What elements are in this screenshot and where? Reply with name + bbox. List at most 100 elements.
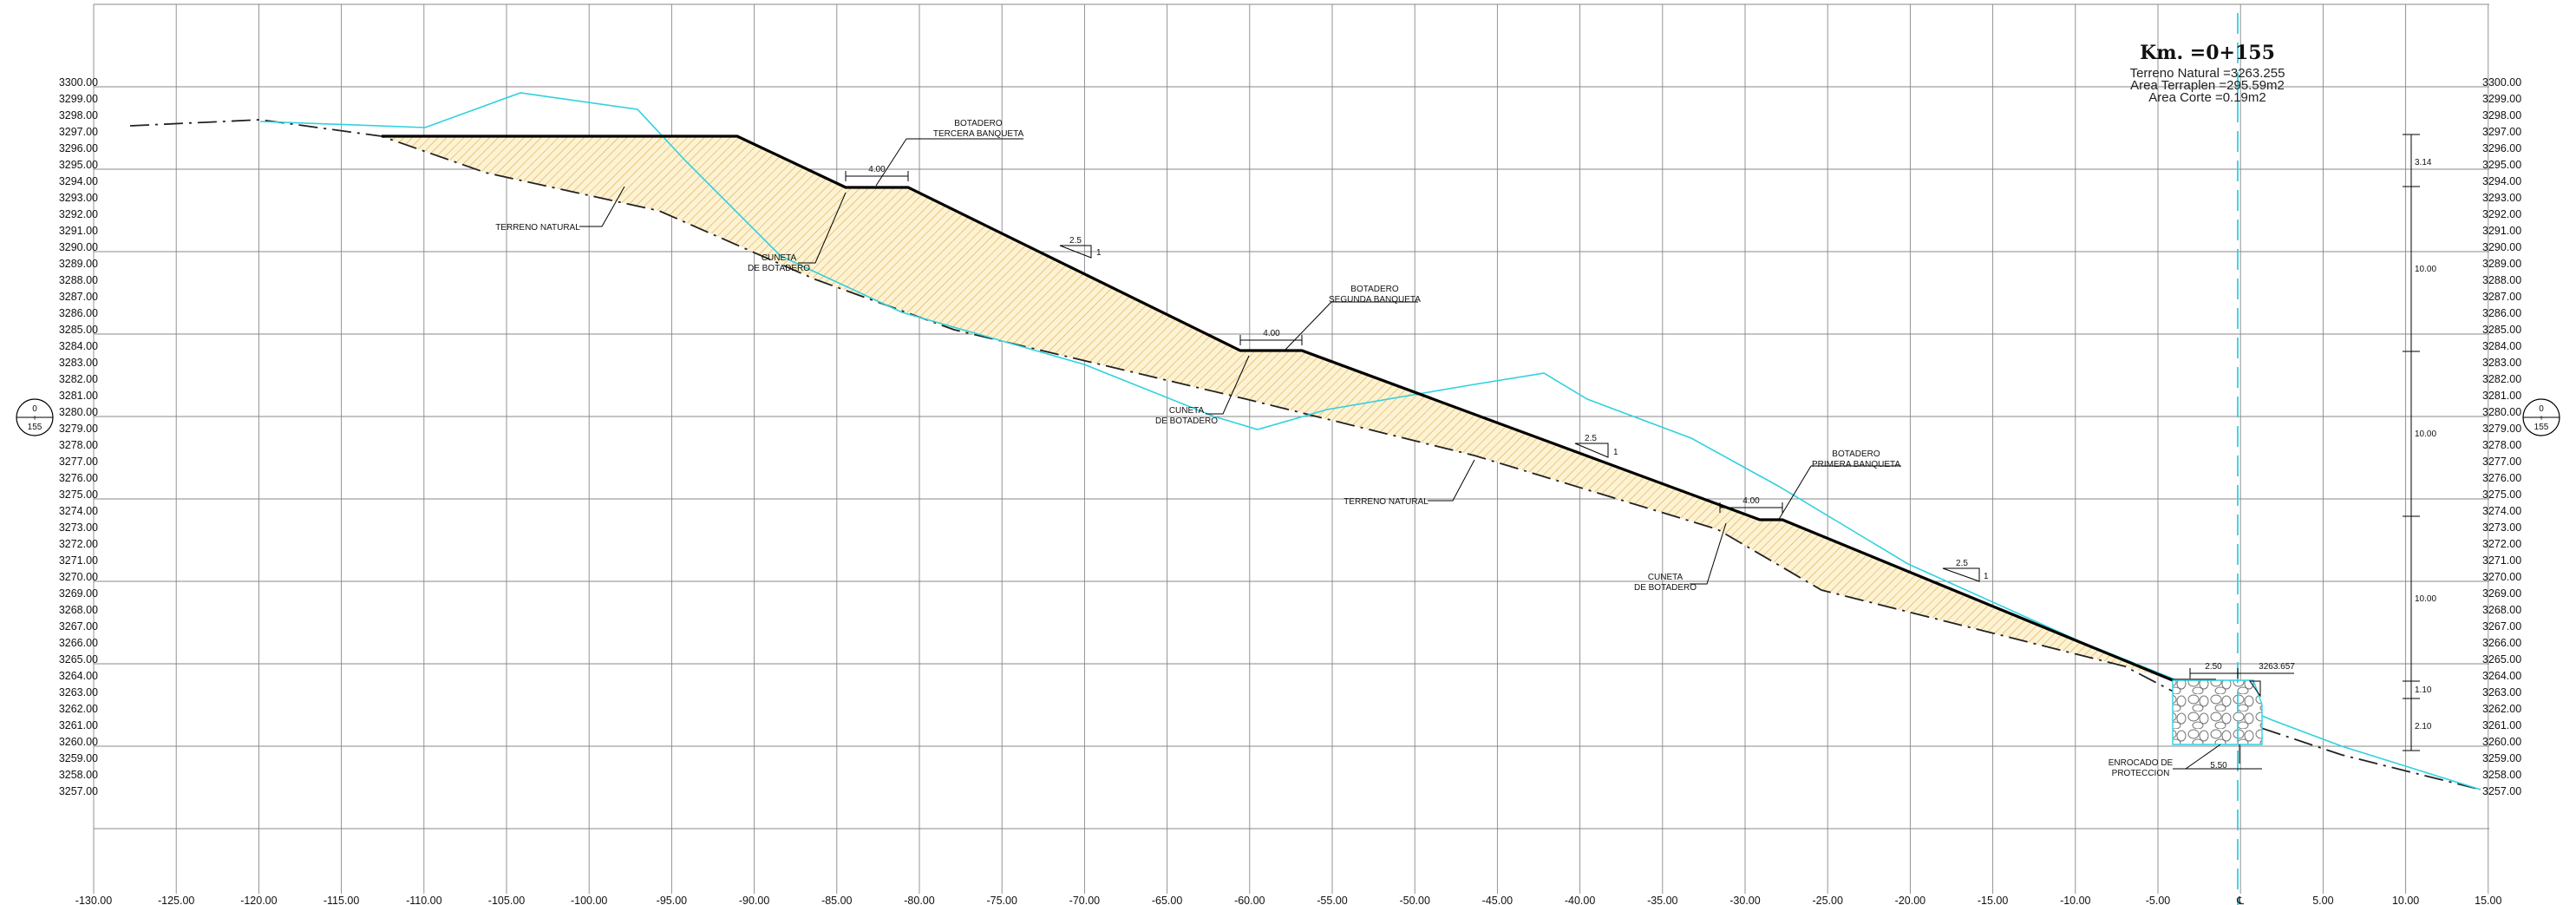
x-tick-label: -50.00 — [1399, 895, 1429, 905]
y-tick-label: 3281.00 — [59, 390, 98, 402]
label-terreno-natural-2: TERRENO NATURAL — [1344, 497, 1429, 507]
y-tick-label: 3276.00 — [59, 472, 98, 484]
rock-protection — [2172, 679, 2263, 745]
y-tick-label: 3261.00 — [59, 719, 98, 731]
y-tick-label: 3284.00 — [59, 340, 98, 352]
y-tick-label-right: 3277.00 — [2482, 456, 2521, 468]
section-header: Km. =0+155 Terreno Natural =3263.255 Are… — [2130, 42, 2285, 105]
y-tick-label-right: 3267.00 — [2482, 620, 2521, 633]
y-tick-label: 3282.00 — [59, 373, 98, 385]
x-tick-label: -55.00 — [1317, 895, 1347, 905]
y-tick-label: 3269.00 — [59, 587, 98, 600]
y-tick-label: 3283.00 — [59, 357, 98, 369]
y-tick-label-right: 3261.00 — [2482, 719, 2521, 731]
label-cuneta-2a: CUNETA — [1169, 406, 1205, 416]
y-tick-label-right: 3285.00 — [2482, 324, 2521, 336]
km-title: Km. =0+155 — [2140, 42, 2275, 64]
dim-label-2: 10.00 — [2415, 265, 2436, 274]
label-cuneta-2b: DE BOTADERO — [1155, 416, 1218, 426]
y-tick-label: 3296.00 — [59, 142, 98, 154]
y-tick-label: 3270.00 — [59, 571, 98, 583]
y-tick-label: 3293.00 — [59, 192, 98, 204]
header-line-1: Terreno Natural =3263.255 — [2130, 66, 2285, 81]
y-axis-left: 3300.00 3299.00 3298.00 3297.00 3296.00 3295.… — [59, 76, 98, 797]
y-tick-label: 3297.00 — [59, 126, 98, 138]
annotation-labels: TERRENO NATURAL BOTADERO TERCERA BANQUET… — [495, 119, 2436, 778]
y-tick-label-right: 3284.00 — [2482, 340, 2521, 352]
label-cuneta-3b: DE BOTADERO — [1634, 583, 1697, 593]
station-top: 0 — [32, 404, 37, 414]
x-tick-label: ℄ — [2236, 895, 2245, 905]
y-tick-label-right: 3279.00 — [2482, 423, 2521, 435]
y-tick-label: 3259.00 — [59, 752, 98, 764]
station-marker-left: 0 + 155 — [16, 398, 54, 436]
x-tick-label: -45.00 — [1482, 895, 1513, 905]
x-tick-label: -20.00 — [1895, 895, 1925, 905]
y-tick-label: 3298.00 — [59, 109, 98, 121]
x-tick-label: -35.00 — [1647, 895, 1677, 905]
annotations — [579, 134, 2420, 770]
y-tick-label: 3299.00 — [59, 93, 98, 105]
x-tick-label: 10.00 — [2392, 895, 2419, 905]
station-top-right: 0 — [2539, 404, 2544, 414]
y-tick-label-right: 3289.00 — [2482, 258, 2521, 270]
label-width-3: 4.00 — [1742, 496, 1760, 506]
label-botadero-2: BOTADERO — [1350, 285, 1399, 294]
y-tick-label: 3257.00 — [59, 785, 98, 797]
y-tick-label: 3279.00 — [59, 423, 98, 435]
slope-label-2b: 1 — [1613, 448, 1618, 457]
y-tick-label: 3300.00 — [59, 76, 98, 89]
slope-label-2: 2.5 — [1585, 434, 1597, 443]
y-tick-label: 3258.00 — [59, 769, 98, 781]
x-tick-label: -80.00 — [904, 895, 934, 905]
x-tick-label: -60.00 — [1234, 895, 1265, 905]
x-tick-label: -115.00 — [324, 895, 360, 905]
y-tick-label-right: 3295.00 — [2482, 159, 2521, 171]
x-tick-label: -110.00 — [406, 895, 442, 905]
y-tick-label-right: 3292.00 — [2482, 208, 2521, 220]
y-tick-label-right: 3260.00 — [2482, 736, 2521, 748]
x-tick-label: -120.00 — [240, 895, 277, 905]
label-terreno-natural-1: TERRENO NATURAL — [495, 223, 580, 233]
y-tick-label-right: 3293.00 — [2482, 192, 2521, 204]
y-tick-label-right: 3259.00 — [2482, 752, 2521, 764]
y-tick-label: 3278.00 — [59, 439, 98, 451]
y-tick-label: 3268.00 — [59, 604, 98, 616]
station-mid-right: + — [2539, 414, 2544, 423]
label-enrocado-a: ENROCADO DE — [2109, 758, 2174, 768]
y-tick-label: 3290.00 — [59, 241, 98, 253]
y-tick-label: 3291.00 — [59, 225, 98, 237]
y-tick-label-right: 3269.00 — [2482, 587, 2521, 600]
y-tick-label-right: 3299.00 — [2482, 93, 2521, 105]
dim-label-3: 10.00 — [2415, 430, 2436, 439]
x-tick-label: -40.00 — [1565, 895, 1595, 905]
natural-terrain-line — [259, 92, 2481, 790]
y-tick-label: 3274.00 — [59, 505, 98, 517]
y-tick-label: 3292.00 — [59, 208, 98, 220]
y-tick-label-right: 3262.00 — [2482, 703, 2521, 715]
y-tick-label: 3285.00 — [59, 324, 98, 336]
label-cuneta-1b: DE BOTADERO — [748, 264, 810, 273]
y-tick-label-right: 3290.00 — [2482, 241, 2521, 253]
y-tick-label: 3280.00 — [59, 406, 98, 418]
fill-profile-line — [382, 134, 2216, 682]
fill-section — [382, 136, 2170, 680]
y-tick-label-right: 3282.00 — [2482, 373, 2521, 385]
y-tick-label-right: 3258.00 — [2482, 769, 2521, 781]
y-tick-label-right: 3266.00 — [2482, 637, 2521, 649]
x-axis: -130.00-125.00-120.00-115.00-110.00-105.… — [75, 895, 2502, 905]
label-enrocado-b: PROTECCION — [2112, 769, 2170, 778]
y-tick-label: 3265.00 — [59, 653, 98, 666]
y-tick-label-right: 3280.00 — [2482, 406, 2521, 418]
y-tick-label-right: 3271.00 — [2482, 554, 2521, 567]
label-primera-banqueta: PRIMERA BANQUETA — [1812, 460, 1900, 469]
x-tick-label: -25.00 — [1812, 895, 1842, 905]
y-tick-label: 3295.00 — [59, 159, 98, 171]
x-tick-label: -125.00 — [158, 895, 194, 905]
label-segunda-banqueta: SEGUNDA BANQUETA — [1329, 295, 1421, 305]
x-tick-label: 15.00 — [2475, 895, 2501, 905]
label-width-2: 4.00 — [1263, 329, 1280, 338]
x-tick-label: -85.00 — [821, 895, 852, 905]
y-tick-label: 3266.00 — [59, 637, 98, 649]
